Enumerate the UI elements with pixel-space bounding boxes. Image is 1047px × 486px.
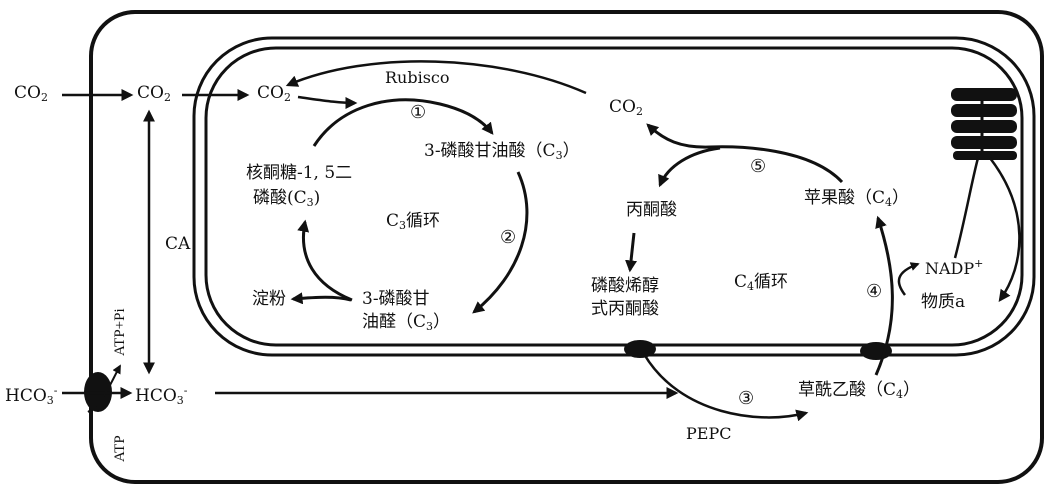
atp-hydrolysis-arrow [87,364,121,413]
substance-a-to-nadp-arrow [897,262,920,296]
ca-enzyme-label: CA [165,234,191,254]
malate-label: 苹果酸（C4） [804,188,910,209]
hco3-outside-label: HCO3- [5,384,58,407]
pga-label: 3-磷酸甘油酸（C3） [424,141,580,162]
g3p-to-rubp-arrow [297,219,353,302]
g3p-to-starch-arrow [290,292,352,305]
co2-stroma-label: CO2 [257,83,291,104]
chloroplast-inner-membrane [204,46,1024,347]
pyruvate-to-pep-arrow [625,232,637,273]
step-3-marker: ③ [738,388,755,409]
thylakoid-grana-icon [951,88,1017,160]
step-2-marker: ② [500,227,517,248]
substance-a-label: 物质a [921,292,966,312]
co2-outside-label: CO2 [14,83,48,104]
co2-to-cycle-arrow [297,95,358,109]
hco3-cytosol-label: HCO3- [135,384,188,407]
c4-cycle-label: C4循环 [734,272,789,293]
rubp-label-line2: 磷酸(C3) [253,188,321,209]
pyruvate-label: 丙酮酸 [626,200,677,220]
rubp-label-line1: 核酮糖-1, 5二 [246,163,353,183]
pep-to-oaa-arrow [642,353,809,422]
chloroplast-outer-membrane [192,36,1036,357]
cycle-step5-to-pyruvate-arrow [658,146,721,188]
co2-released-label: CO2 [609,97,643,118]
released-co2-return-arrow [285,60,587,95]
step-1-marker: ① [410,102,427,123]
pep-label-line1: 磷酸烯醇 [591,276,659,296]
malate-decarboxylation-arrow [646,123,844,184]
c3-cycle-label: C3循环 [386,211,441,232]
oaa-label: 草酰乙酸（C4） [798,380,921,401]
nadp-to-grana-line [953,157,980,259]
atp-pi-label: ATP+Pi [112,308,128,356]
step-5-marker: ⑤ [750,156,767,177]
g3p-label-line2: 油醛（C3） [362,312,451,333]
nadp-label: NADP+ [925,257,984,278]
cycle-step1-arrow [312,98,494,147]
rubisco-label: Rubisco [385,68,450,87]
co2-cytosol-label: CO2 [137,83,171,104]
pep-transporter-protein [624,340,656,358]
cell-membrane [89,10,1044,484]
grana-to-substance-a-arrow [989,157,1021,302]
cycle-step2-arrow [472,171,529,314]
oaa-to-malate-arrow [874,215,894,376]
g3p-label-line1: 3-磷酸甘 [362,289,430,309]
step-4-marker: ④ [866,281,883,302]
pep-label-line2: 式丙酮酸 [591,299,659,319]
atp-label: ATP [112,435,128,462]
starch-label: 淀粉 [252,289,286,309]
pepc-label: PEPC [686,424,732,443]
